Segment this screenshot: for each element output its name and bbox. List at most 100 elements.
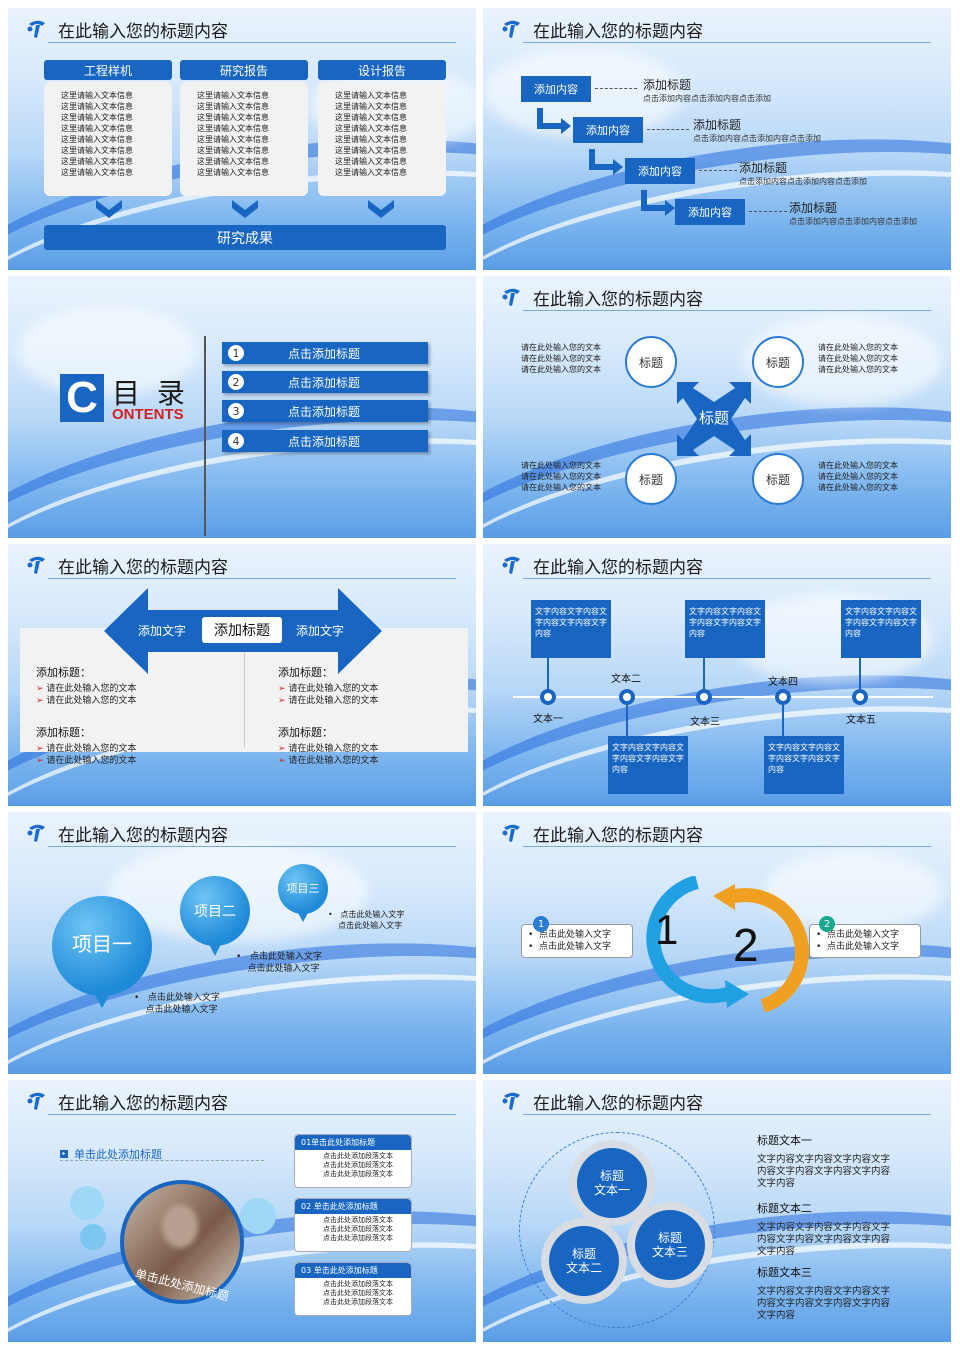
circle-text-1: 标题 文本一 xyxy=(577,1148,647,1218)
timeline-box-2: 文字内容文字内容文字内容文字内容文字内容 xyxy=(608,736,688,794)
contents-big-letter: C xyxy=(60,374,104,422)
column-card-2: 这里请输入文本信息这里请输入文本信息这里请输入文本信息这里请输入文本信息这里请输… xyxy=(180,82,308,196)
bullet-list: • 点击此处输入文字 点击此处输入文字 xyxy=(328,910,405,930)
slide-header: 在此输入您的标题内容 xyxy=(501,16,703,42)
slide-4[interactable]: 在此输入您的标题内容 请在此处输入您的文本请在此处输入您的文本请在此处输入您的文… xyxy=(483,276,951,538)
timeline-label-4: 文本四 xyxy=(768,677,798,688)
column-card-1: 这里请输入文本信息这里请输入文本信息这里请输入文本信息这里请输入文本信息这里请输… xyxy=(44,82,172,196)
text-item-1: 标题文本一 文字内容文字内容文字内容文字内容文字内容文字内容文字内容文字内容 xyxy=(757,1134,891,1189)
circular-arrows-icon xyxy=(637,875,823,1016)
slide-5[interactable]: 在此输入您的标题内容 添加文字 添加标题 添加文字 添加标题： ➢ 请在此处输入… xyxy=(8,544,476,806)
left-arrow-text: 添加文字 xyxy=(138,624,187,638)
slide-3[interactable]: C 目 录 ONTENTS 1 点击添加标题 2 点击添加标题 3 点击添加标题… xyxy=(8,276,476,538)
slide-8[interactable]: 在此输入您的标题内容 1 2 • 点击此处输入文字• 点击此处输入文字 1 • … xyxy=(483,812,951,1074)
timeline-box-4: 文字内容文字内容文字内容文字内容文字内容 xyxy=(764,736,844,794)
text-item-3: 标题文本三 文字内容文字内容文字内容文字内容文字内容文字内容文字内容文字内容 xyxy=(757,1266,891,1321)
step-box-2: 添加内容 xyxy=(573,117,643,143)
telecom-logo-icon xyxy=(501,1090,523,1112)
bubble-3-label: 项目三 xyxy=(286,882,320,895)
contents-subtitle: ONTENTS xyxy=(112,406,184,423)
slide-title: 在此输入您的标题内容 xyxy=(533,557,703,578)
step-box-4: 添加内容 xyxy=(675,199,745,225)
slide-title: 在此输入您的标题内容 xyxy=(533,825,703,846)
slide-title: 在此输入您的标题内容 xyxy=(533,21,703,42)
contents-item-3[interactable]: 3 点击添加标题 xyxy=(222,400,428,422)
circle-text-3: 标题 文本三 xyxy=(635,1210,705,1280)
contents-title: 目 录 xyxy=(112,377,189,410)
arrow-right-icon: ▸ xyxy=(60,1150,68,1158)
text-box-3: 03 单击此处添加标题 点击此处添加段落文本点击此处添加段落文本点击此处添加段落… xyxy=(294,1262,412,1316)
chevron-down-icon xyxy=(232,200,258,222)
corner-circle-tl: 标题 xyxy=(625,336,677,388)
person-face-blurred xyxy=(162,1204,198,1248)
elbow-arrow-icon xyxy=(589,149,625,183)
slide-header: 在此输入您的标题内容 xyxy=(26,16,228,42)
timeline-node xyxy=(619,689,635,705)
corner-circle-tr: 标题 xyxy=(752,336,804,388)
timeline-label-5: 文本五 xyxy=(846,715,876,726)
contents-item-1[interactable]: 1 点击添加标题 xyxy=(222,342,428,364)
elbow-arrow-icon xyxy=(537,108,573,142)
slide-title: 在此输入您的标题内容 xyxy=(533,289,703,310)
telecom-logo-icon xyxy=(501,822,523,844)
timeline-node xyxy=(775,689,791,705)
timeline-box-5: 文字内容文字内容文字内容文字内容文字内容 xyxy=(841,600,921,658)
text-block: 请在此处输入您的文本请在此处输入您的文本请在此处输入您的文本 xyxy=(818,461,898,492)
result-bar: 研究成果 xyxy=(44,225,446,250)
text-box-2: 02 单击此处添加标题 点击此处添加段落文本点击此处添加段落文本点击此处添加段落… xyxy=(294,1198,412,1252)
chevron-down-icon xyxy=(96,200,122,222)
slide-title: 在此输入您的标题内容 xyxy=(58,825,228,846)
photo-circle xyxy=(120,1180,244,1304)
elbow-arrow-icon xyxy=(641,190,677,224)
timeline-node xyxy=(852,689,868,705)
column-card-3: 这里请输入文本信息这里请输入文本信息这里请输入文本信息这里请输入文本信息这里请输… xyxy=(318,82,446,196)
slide-header: 在此输入您的标题内容 xyxy=(501,552,703,578)
slide-1[interactable]: 在此输入您的标题内容 工程样机 研究报告 设计报告 这里请输入文本信息这里请输入… xyxy=(8,8,476,270)
timeline-label-1: 文本一 xyxy=(533,714,563,725)
left-heading: ▸ 单击此处添加标题 xyxy=(60,1146,162,1162)
slide-title: 在此输入您的标题内容 xyxy=(58,1093,228,1114)
slide-10[interactable]: 在此输入您的标题内容 标题 文本一 标题 文本二 标题 文本三 标题文本一 文字… xyxy=(483,1080,951,1342)
badge-2: 2 xyxy=(819,916,835,932)
column-title-2: 研究报告 xyxy=(180,60,308,80)
telecom-logo-icon xyxy=(26,18,48,40)
text-group: 添加标题： ➢ 请在此处输入您的文本 ➢ 请在此处输入您的文本 xyxy=(278,666,379,706)
slide-title: 在此输入您的标题内容 xyxy=(58,21,228,42)
text-box-1: 01单击此处添加标题 点击此处添加段落文本点击此处添加段落文本点击此处添加段落文… xyxy=(294,1134,412,1188)
bubble-2 xyxy=(180,876,250,946)
bullet-list: • 点击此处输入文字 点击此处输入文字 xyxy=(236,952,322,974)
slide-header: 在此输入您的标题内容 xyxy=(26,552,228,578)
telecom-logo-icon xyxy=(501,18,523,40)
slide-title: 在此输入您的标题内容 xyxy=(58,557,228,578)
bullet-list: • 点击此处输入文字 点击此处输入文字 xyxy=(134,993,220,1015)
slide-9[interactable]: 在此输入您的标题内容 ▸ 单击此处添加标题 单击此处添加标题 01单击此处添加标… xyxy=(8,1080,476,1342)
center-title: 添加标题 xyxy=(202,617,282,643)
corner-circle-br: 标题 xyxy=(752,453,804,505)
slide-header: 在此输入您的标题内容 xyxy=(501,820,703,846)
step-text-2: 添加标题点击添加内容点击添加内容点击添加 xyxy=(693,118,821,143)
column-title-1: 工程样机 xyxy=(44,60,172,80)
step-text-1: 添加标题点击添加内容点击添加内容点击添加 xyxy=(643,78,771,103)
telecom-logo-icon xyxy=(501,286,523,308)
slide-6[interactable]: 在此输入您的标题内容 文字内容文字内容文字内容文字内容文字内容 文字内容文字内容… xyxy=(483,544,951,806)
circle-text-2: 标题 文本二 xyxy=(549,1226,619,1296)
timeline-label-3: 文本三 xyxy=(690,717,720,728)
column-title-3: 设计报告 xyxy=(318,60,446,80)
telecom-logo-icon xyxy=(26,1090,48,1112)
timeline-box-1: 文字内容文字内容文字内容文字内容文字内容 xyxy=(531,600,611,658)
bubble-2-label: 项目二 xyxy=(194,904,236,920)
bubble-3 xyxy=(278,864,328,914)
corner-circle-bl: 标题 xyxy=(625,453,677,505)
telecom-logo-icon xyxy=(26,822,48,844)
bubble-1 xyxy=(52,896,152,996)
text-block: 请在此处输入您的文本请在此处输入您的文本请在此处输入您的文本 xyxy=(521,343,601,374)
contents-item-2[interactable]: 2 点击添加标题 xyxy=(222,371,428,393)
slide-2[interactable]: 在此输入您的标题内容 添加内容 添加标题点击添加内容点击添加内容点击添加 添加内… xyxy=(483,8,951,270)
contents-item-4[interactable]: 4 点击添加标题 xyxy=(222,430,428,452)
slide-7[interactable]: 在此输入您的标题内容 项目一 项目二 项目三 • 点击此处输入文字 点击此处输入… xyxy=(8,812,476,1074)
timeline-node xyxy=(696,689,712,705)
right-arrow-text: 添加文字 xyxy=(296,624,345,638)
text-block: 请在此处输入您的文本请在此处输入您的文本请在此处输入您的文本 xyxy=(818,343,898,374)
timeline-box-3: 文字内容文字内容文字内容文字内容文字内容 xyxy=(685,600,765,658)
